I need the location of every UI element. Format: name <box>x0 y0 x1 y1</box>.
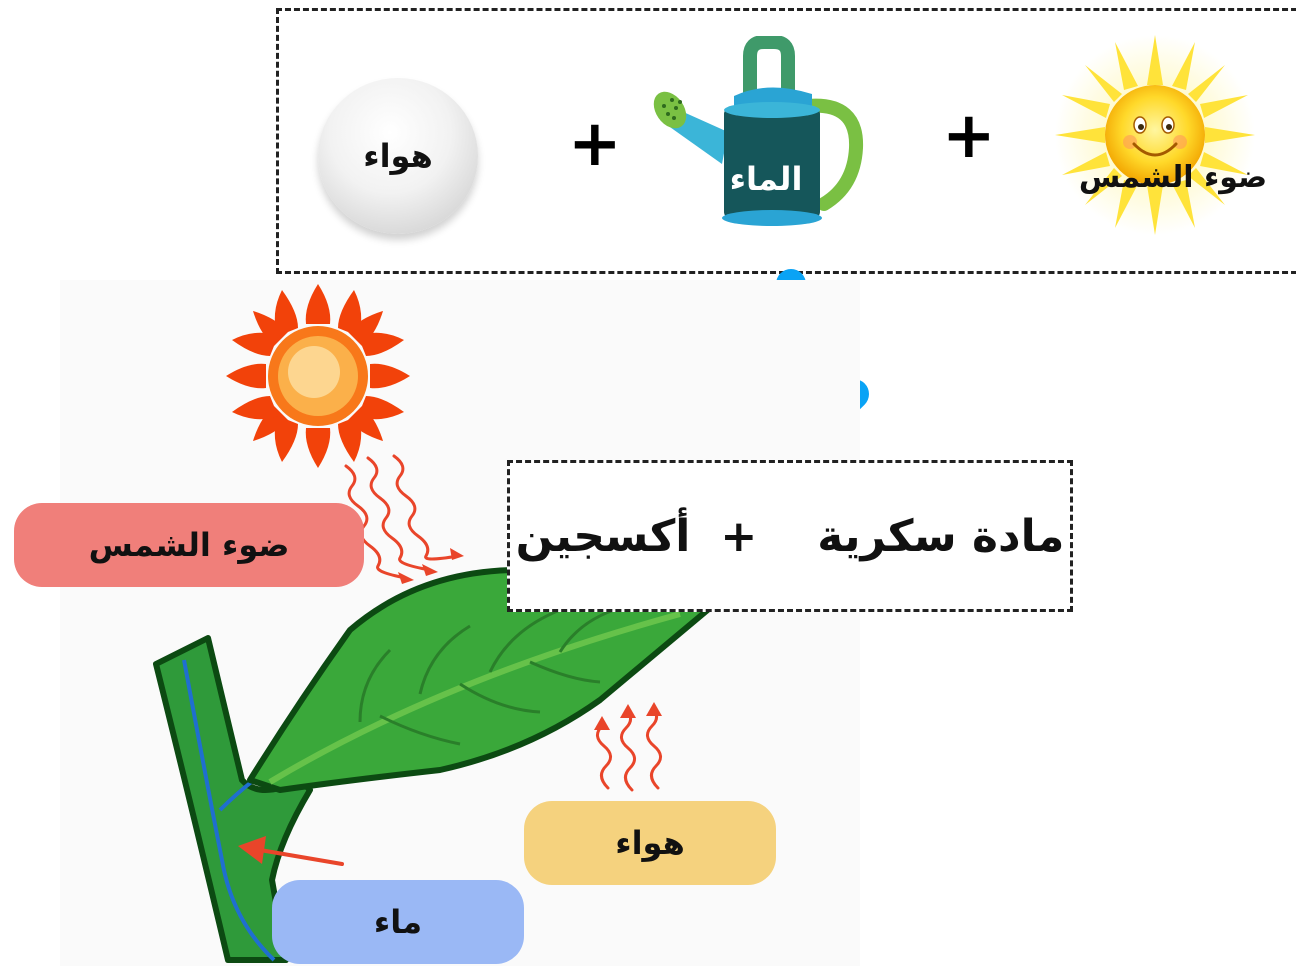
input-water-label: الماء <box>729 160 803 198</box>
plus-sign: + <box>568 107 622 181</box>
input-air-ball: هواء <box>318 78 478 234</box>
air-pill: هواء <box>524 801 776 885</box>
sunlight-pill: ضوء الشمس <box>14 503 364 587</box>
smiling-sun-icon <box>1055 35 1255 235</box>
watering-can-icon <box>653 36 864 226</box>
input-air-label: هواء <box>363 137 433 175</box>
products-box: مادة سكرية + أكسجين <box>507 460 1073 612</box>
plus-sign: + <box>720 510 758 562</box>
air-pill-label: هواء <box>615 824 685 862</box>
product-sugar-label: مادة سكرية <box>817 510 1065 562</box>
water-pill: ماء <box>272 880 524 964</box>
product-oxygen-label: أكسجين <box>515 510 691 562</box>
water-pill-label: ماء <box>373 903 423 941</box>
sunlight-pill-label: ضوء الشمس <box>88 526 290 564</box>
plus-sign: + <box>942 99 996 173</box>
input-sunlight-label: ضوء الشمس <box>1078 160 1268 195</box>
